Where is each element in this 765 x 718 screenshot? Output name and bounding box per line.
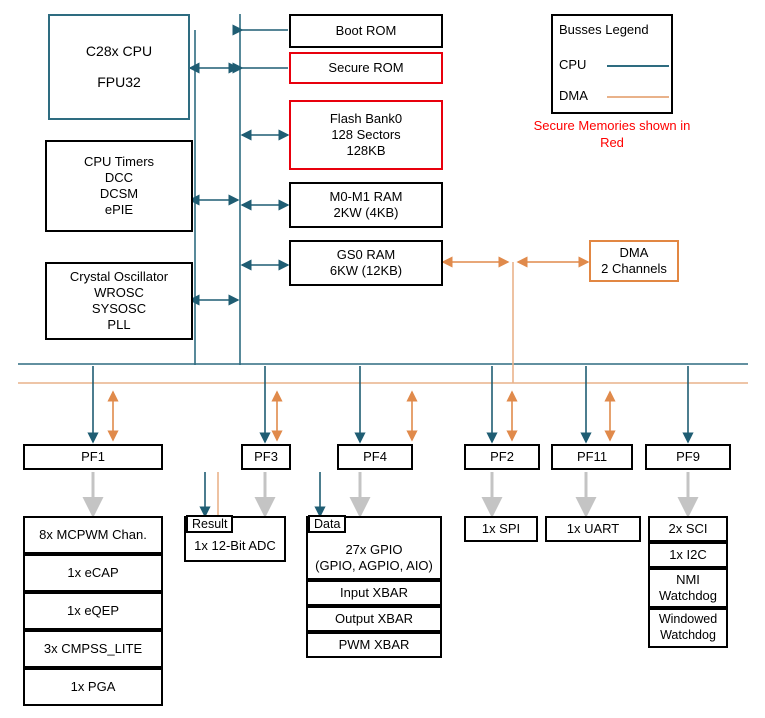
spi-label: 1x SPI: [481, 520, 521, 536]
pwm-xbar-label: PWM XBAR: [338, 636, 410, 652]
input-xbar-block: Input XBAR: [306, 580, 442, 606]
legend-title: Busses Legend: [559, 22, 649, 37]
pf4-label: PF4: [363, 448, 387, 464]
adc-label: 1x 12-Bit ADC: [194, 537, 276, 553]
sci-block: 2x SCI: [648, 516, 728, 542]
clock-line-0: Crystal Oscillator: [69, 268, 169, 284]
windowed-watchdog-block: Windowed Watchdog: [648, 608, 728, 648]
nmi-line-1: Watchdog: [658, 588, 718, 603]
pf3-label: PF3: [254, 448, 278, 464]
pf-block-pf9[interactable]: PF9: [645, 444, 731, 470]
timers-line-1: DCC: [104, 169, 134, 185]
peripheral-ecap: 1x eCAP: [23, 554, 163, 592]
nmi-line-0: NMI: [676, 571, 700, 587]
sci-label: 2x SCI: [668, 520, 708, 536]
secure-memories-note: Secure Memories shown in Red: [533, 118, 691, 150]
flash-line-2: 128KB: [346, 143, 386, 159]
gpio-line-0: 27x GPIO: [345, 541, 403, 557]
gs0-ram-block: GS0 RAM 6KW (12KB): [289, 240, 443, 286]
uart-label: 1x UART: [566, 520, 620, 536]
secure-rom-block: Secure ROM: [289, 52, 443, 84]
flash-bank0-block: Flash Bank0 128 Sectors 128KB: [289, 100, 443, 170]
legend-dma-line: [607, 96, 669, 98]
boot-rom-label: Boot ROM: [335, 22, 397, 38]
cpu-line-1: FPU32: [97, 74, 141, 90]
pwm-xbar-block: PWM XBAR: [306, 632, 442, 658]
gpio-data-tag: Data: [308, 515, 347, 533]
pga-label: 1x PGA: [70, 678, 116, 694]
clock-line-2: SYSOSC: [91, 301, 147, 316]
legend-dma-label: DMA: [559, 88, 588, 103]
m0-m1-ram-block: M0-M1 RAM 2KW (4KB): [289, 182, 443, 228]
wwd-line-0: Windowed: [658, 612, 718, 627]
flash-line-1: 128 Sectors: [331, 126, 401, 142]
pf1-label: PF1: [81, 448, 105, 464]
timers-line-3: ePIE: [104, 202, 134, 218]
pf-block-pf11[interactable]: PF11: [551, 444, 633, 470]
pf-block-pf3[interactable]: PF3: [241, 444, 291, 470]
m0m1-line-0: M0-M1 RAM: [329, 188, 403, 204]
output-xbar-block: Output XBAR: [306, 606, 442, 632]
cpu-line-0: C28x CPU: [85, 42, 153, 59]
m0m1-line-1: 2KW (4KB): [333, 205, 399, 220]
pf-block-pf1[interactable]: PF1: [23, 444, 163, 470]
peripheral-mcpwm: 8x MCPWM Chan.: [23, 516, 163, 554]
cpu-timers-block: CPU Timers DCC DCSM ePIE: [45, 140, 193, 232]
eqep-label: 1x eQEP: [66, 602, 120, 618]
legend-cpu-label: CPU: [559, 57, 587, 72]
peripheral-pga: 1x PGA: [23, 668, 163, 706]
output-xbar-label: Output XBAR: [334, 610, 414, 626]
dma-line-0: DMA: [619, 244, 649, 260]
pf11-label: PF11: [576, 448, 608, 464]
legend-cpu-line: [607, 65, 669, 67]
timers-line-2: DCSM: [99, 186, 139, 201]
dma-line-1: 2 Channels: [601, 261, 667, 276]
pf-block-pf2[interactable]: PF2: [464, 444, 540, 470]
secure-rom-label: Secure ROM: [328, 59, 404, 75]
c28x-cpu-block: C28x CPU FPU32: [48, 14, 190, 120]
peripheral-eqep: 1x eQEP: [23, 592, 163, 630]
clock-line-3: PLL: [107, 317, 131, 333]
flash-line-0: Flash Bank0: [329, 110, 403, 126]
input-xbar-label: Input XBAR: [340, 584, 408, 600]
i2c-block: 1x I2C: [648, 542, 728, 568]
adc-result-tag: Result: [186, 515, 234, 533]
wwd-line-1: Watchdog: [660, 628, 716, 642]
uart-block: 1x UART: [545, 516, 641, 542]
clock-block: Crystal Oscillator WROSC SYSOSC PLL: [45, 262, 193, 340]
cmpss-label: 3x CMPSS_LITE: [43, 640, 143, 656]
clock-line-1: WROSC: [94, 284, 144, 300]
gpio-line-1: (GPIO, AGPIO, AIO): [315, 557, 433, 573]
mcpwm-label: 8x MCPWM Chan.: [39, 526, 147, 542]
i2c-label: 1x I2C: [669, 546, 707, 562]
pf-block-pf4[interactable]: PF4: [337, 444, 413, 470]
spi-block: 1x SPI: [464, 516, 538, 542]
pf9-label: PF9: [676, 448, 700, 464]
pf2-label: PF2: [490, 448, 514, 464]
timers-line-0: CPU Timers: [83, 153, 155, 169]
nmi-watchdog-block: NMI Watchdog: [648, 568, 728, 608]
dma-block: DMA 2 Channels: [589, 240, 679, 282]
ecap-label: 1x eCAP: [67, 564, 119, 580]
boot-rom-block: Boot ROM: [289, 14, 443, 48]
gs0-line-0: GS0 RAM: [336, 246, 396, 262]
peripheral-cmpss-lite: 3x CMPSS_LITE: [23, 630, 163, 668]
gs0-line-1: 6KW (12KB): [329, 263, 403, 278]
